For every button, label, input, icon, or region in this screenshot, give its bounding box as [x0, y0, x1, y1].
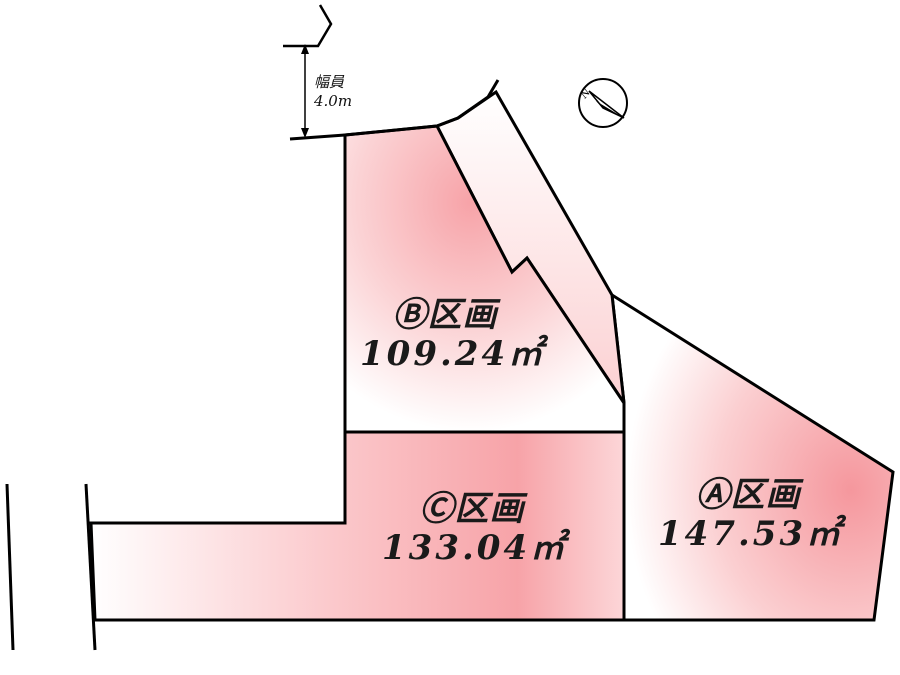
lot-a-area: 147.53㎡: [658, 514, 844, 555]
road-width-caption: 幅員: [314, 73, 345, 91]
north-arrow-icon: N: [578, 78, 628, 128]
lot-a-shape: [610, 292, 895, 622]
lot-b-name: Ⓑ区画: [392, 295, 498, 335]
road-edge-line: [283, 4, 333, 48]
road-frontage-line: [289, 79, 500, 141]
dimension-arrow-bottom: [301, 128, 309, 138]
dimension-arrow-top: [301, 44, 309, 54]
lot-c-name: Ⓒ区画: [419, 489, 525, 529]
lot-b-label: Ⓑ区画 109.24㎡: [360, 295, 546, 375]
lot-c-area: 133.04㎡: [382, 528, 568, 569]
lot-a-name: Ⓐ区画: [695, 475, 801, 515]
left-boundary-line-2: [84, 483, 97, 651]
road-width-value: 4.0m: [314, 91, 353, 110]
lot-b-shape: [343, 124, 626, 434]
left-boundary-line-1: [5, 483, 15, 651]
lot-b-area: 109.24㎡: [360, 334, 546, 375]
lot-c-label: Ⓒ区画 133.04㎡: [382, 489, 568, 569]
road-width-label: 幅員 4.0m: [314, 73, 352, 111]
lot-a-label: Ⓐ区画 147.53㎡: [658, 475, 844, 555]
